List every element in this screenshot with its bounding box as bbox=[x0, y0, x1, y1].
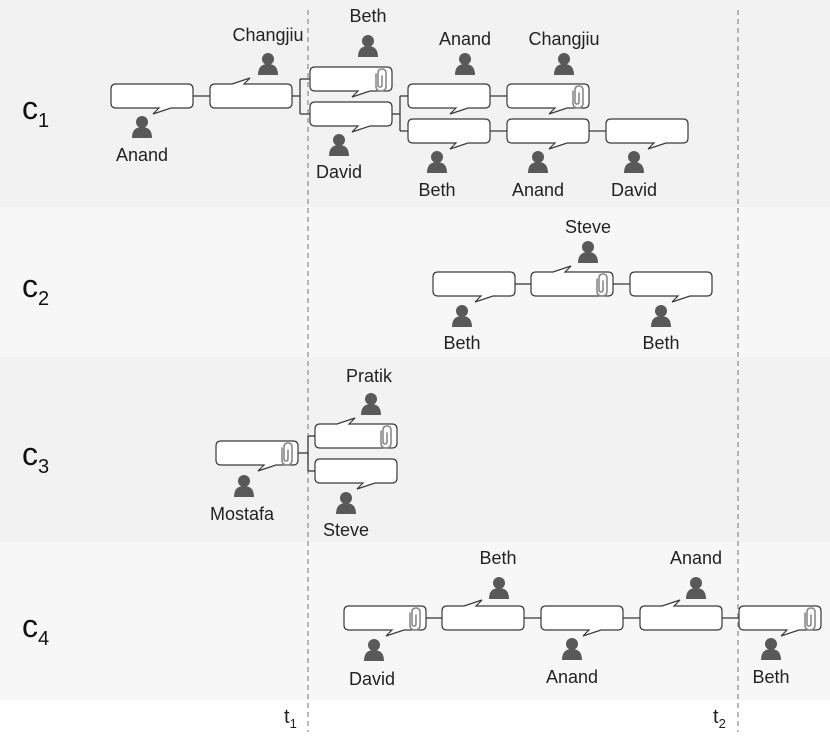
message-bubble-c1-m8 bbox=[506, 118, 590, 150]
message-bubble-c2-m2-paperclip-icon bbox=[596, 273, 608, 297]
person-icon-c3-m2 bbox=[361, 393, 381, 415]
message-bubble-c1-m3-paperclip-icon bbox=[375, 68, 387, 92]
author-name-c4-m1: David bbox=[348, 669, 396, 689]
person-icon-c4-m3 bbox=[562, 638, 582, 660]
author-name-c4-m5: Beth bbox=[752, 667, 790, 687]
person-icon-c4-m1 bbox=[364, 639, 384, 661]
person-icon-c3-m3 bbox=[336, 492, 356, 514]
author-name-c1-m1: Anand bbox=[115, 145, 169, 165]
author-name-c1-m5: Anand bbox=[438, 29, 492, 49]
author-name-c2-m2: Steve bbox=[564, 217, 612, 237]
message-bubble-c1-m2 bbox=[209, 77, 293, 109]
conversation-label-c2: c2 bbox=[22, 268, 50, 310]
message-bubble-c2-m3 bbox=[629, 271, 713, 303]
message-bubble-c1-m4 bbox=[309, 101, 393, 133]
person-icon-c2-m1 bbox=[452, 305, 472, 327]
conversation-label-c4: c4 bbox=[22, 608, 50, 650]
message-bubble-c1-m6-paperclip-icon bbox=[572, 85, 584, 109]
author-name-c2-m3: Beth bbox=[642, 333, 680, 353]
author-name-c1-m3: Beth bbox=[349, 6, 387, 26]
conversation-label-c3: c3 bbox=[22, 436, 50, 478]
message-bubble-c1-m5 bbox=[407, 83, 491, 115]
person-icon-c1-m3 bbox=[358, 35, 378, 57]
message-bubble-c3-m2-paperclip-icon bbox=[380, 425, 392, 449]
author-name-c1-m4: David bbox=[315, 162, 363, 182]
person-icon-c1-m2 bbox=[258, 53, 278, 75]
time-marker-label-t2: t2 bbox=[713, 706, 726, 731]
author-name-c3-m1: Mostafa bbox=[209, 504, 275, 524]
author-name-c1-m8: Anand bbox=[511, 180, 565, 200]
message-bubble-c4-m3 bbox=[540, 605, 624, 637]
author-name-c4-m2: Beth bbox=[479, 548, 517, 568]
message-bubble-c1-m9 bbox=[605, 118, 689, 150]
person-icon-c1-m8 bbox=[528, 151, 548, 173]
message-bubble-c4-m5-paperclip-icon bbox=[804, 607, 816, 631]
person-icon-c4-m2 bbox=[489, 577, 509, 599]
author-name-c1-m7: Beth bbox=[418, 180, 456, 200]
message-bubble-c2-m1 bbox=[432, 271, 516, 303]
message-bubble-c3-m1 bbox=[215, 440, 299, 472]
author-name-c4-m3: Anand bbox=[545, 667, 599, 687]
person-icon-c4-m4 bbox=[686, 577, 706, 599]
person-icon-c1-m7 bbox=[427, 151, 447, 173]
message-bubble-c4-m2 bbox=[441, 599, 525, 631]
author-name-c4-m4: Anand bbox=[669, 548, 723, 568]
person-icon-c4-m5 bbox=[761, 638, 781, 660]
message-bubble-c1-m6 bbox=[506, 83, 590, 115]
person-icon-c1-m4 bbox=[329, 134, 349, 156]
message-bubble-c4-m1-paperclip-icon bbox=[409, 607, 421, 631]
message-bubble-c4-m5 bbox=[738, 605, 822, 637]
message-bubble-c2-m2 bbox=[530, 265, 614, 297]
person-icon-c1-m1 bbox=[132, 116, 152, 138]
conversation-label-c1: c1 bbox=[22, 90, 50, 132]
time-marker-label-t1: t1 bbox=[284, 706, 297, 731]
message-bubble-c1-m1 bbox=[110, 83, 194, 115]
person-icon-c2-m3 bbox=[651, 305, 671, 327]
message-bubble-c4-m4 bbox=[639, 599, 723, 631]
message-bubble-c1-m7 bbox=[407, 118, 491, 150]
conversation-band-c3 bbox=[0, 357, 830, 542]
author-name-c1-m2: Changjiu bbox=[232, 25, 304, 45]
message-bubble-c3-m1-paperclip-icon bbox=[281, 442, 293, 466]
author-name-c3-m3: Steve bbox=[322, 520, 370, 540]
message-bubble-c4-m1 bbox=[343, 605, 427, 637]
author-name-c1-m9: David bbox=[610, 180, 658, 200]
person-icon-c2-m2 bbox=[578, 241, 598, 263]
author-name-c1-m6: Changjiu bbox=[528, 29, 600, 49]
message-bubble-c3-m3 bbox=[314, 458, 398, 490]
message-bubble-c3-m2 bbox=[314, 417, 398, 449]
author-name-c2-m1: Beth bbox=[443, 333, 481, 353]
message-bubble-c1-m3 bbox=[309, 66, 393, 98]
person-icon-c1-m9 bbox=[624, 151, 644, 173]
person-icon-c3-m1 bbox=[234, 475, 254, 497]
person-icon-c1-m6 bbox=[554, 53, 574, 75]
person-icon-c1-m5 bbox=[455, 53, 475, 75]
author-name-c3-m2: Pratik bbox=[345, 366, 393, 386]
